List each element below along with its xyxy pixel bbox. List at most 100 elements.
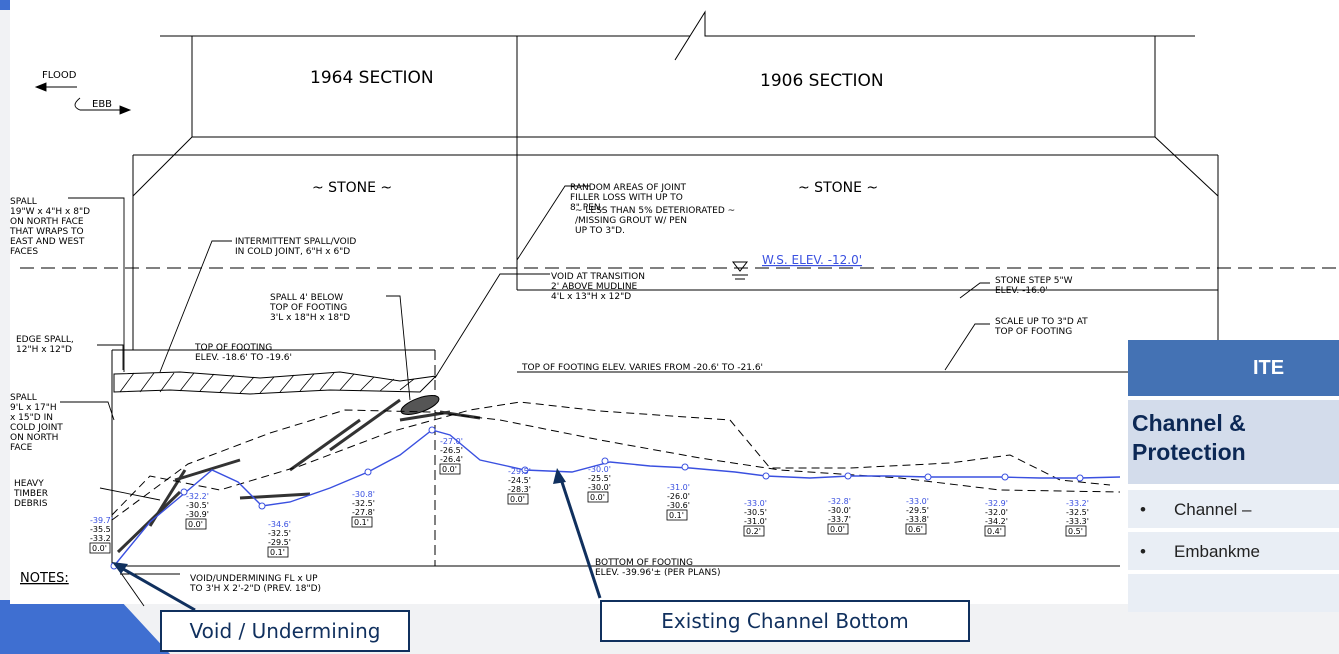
blue-accent-corner [0, 0, 10, 10]
sounding-value: -32.8' [828, 497, 851, 506]
sounding-box [507, 493, 529, 505]
sounding-value: -30.0' [828, 506, 851, 515]
sounding-value: -32.9' [985, 499, 1008, 508]
sounding-value: -34.2' [985, 517, 1008, 526]
table-row: • Embankme [1128, 530, 1339, 570]
footing-spall-hatch [113, 371, 438, 395]
sounding-value: -30.0' [588, 483, 611, 492]
ws-elevation-label: W.S. ELEV. -12.0' [762, 253, 862, 267]
previous-profile-1 [111, 409, 1121, 521]
sounding-box-value: 0.4' [987, 527, 1002, 536]
timber-debris [116, 398, 481, 554]
sounding-value: -26.5' [440, 446, 463, 455]
sounding-value: -30.0' [588, 465, 611, 474]
callout-existing-channel-bottom: Existing Channel Bottom [600, 600, 970, 642]
sounding-value: -35.5' [90, 525, 113, 534]
sounding-value: -29.5' [508, 467, 531, 476]
table-row: • Channel – [1128, 488, 1339, 528]
drawing-note: ~ LESS THAN 5% DETERIORATED ~/MISSING GR… [575, 206, 735, 236]
sounding-box-value: 0.1' [354, 518, 369, 527]
soundings: -39.7'-35.5'-33.2'0.0'-32.2'-30.5'-30.9'… [89, 437, 1089, 558]
sounding-box-value: 0.5' [1068, 527, 1083, 536]
sounding-value: -28.3' [508, 485, 531, 494]
ebb-label: EBB [92, 99, 112, 110]
sounding-value: -25.5' [588, 474, 611, 483]
sounding-value: -30.8' [352, 490, 375, 499]
sounding-value: -27.8' [352, 508, 375, 517]
sounding-value: -31.0' [667, 483, 690, 492]
left-note: EDGE SPALL,12"H x 12"D [16, 335, 74, 355]
bullet: • [1140, 542, 1146, 561]
sounding-value: -30.9' [186, 510, 209, 519]
sounding-value: -32.5' [352, 499, 375, 508]
sounding-box [1065, 525, 1087, 537]
sounding-box-value: 0.0' [442, 465, 457, 474]
stone-label-1964: ~ STONE ~ [312, 180, 392, 196]
sounding-box-value: 0.0' [590, 493, 605, 502]
table-row [1128, 572, 1339, 612]
existing-channel-bottom-line [113, 429, 1121, 567]
sounding-value: -33.2' [90, 534, 113, 543]
sounding-box [743, 525, 765, 537]
sounding-value: -32.2' [186, 492, 209, 501]
sounding-box-value: 0.0' [830, 525, 845, 534]
sounding-box [905, 523, 927, 535]
sounding-box [827, 523, 849, 535]
sounding-value: -32.5' [268, 529, 291, 538]
sounding-value: -33.8' [906, 515, 929, 524]
section-1964-label: 1964 SECTION [310, 68, 434, 88]
sounding-value: -29.5' [268, 538, 291, 547]
blue-accent-shape [0, 600, 170, 654]
ws-symbol [731, 261, 749, 280]
sounding-value: -33.3' [1066, 517, 1089, 526]
table-row-text: Embankme [1174, 542, 1260, 561]
subheader-line-2: Protection [1132, 439, 1246, 465]
sounding-box [185, 518, 207, 530]
table-subheader: Channel & Protection [1128, 400, 1339, 484]
wall-outline [111, 10, 1219, 567]
notes-label: NOTES: [20, 571, 69, 586]
sounding-value: -33.7' [828, 515, 851, 524]
sounding-box-value: 0.6' [908, 525, 923, 534]
sounding-box-value: 0.1' [669, 511, 684, 520]
sounding-value: -33.0' [744, 499, 767, 508]
sounding-value: -26.4' [440, 455, 463, 464]
table-row-text: Channel – [1174, 500, 1252, 519]
channel-points [110, 426, 1084, 570]
sounding-box-value: 0.2' [746, 527, 761, 536]
sounding-value: -32.5' [1066, 508, 1089, 517]
sounding-value: -33.2' [1066, 499, 1089, 508]
stone-label-1906: ~ STONE ~ [798, 180, 878, 196]
sounding-box-value: 0.0' [188, 520, 203, 529]
sounding-value: -30.6' [667, 501, 690, 510]
sounding-value: -32.0' [985, 508, 1008, 517]
section-1906-label: 1906 SECTION [760, 71, 884, 91]
sounding-box [351, 516, 373, 528]
bullet: • [1140, 500, 1146, 519]
sounding-value: -29.5' [906, 506, 929, 515]
drawing-note: TOP OF FOOTING ELEV. VARIES FROM -20.6' … [521, 363, 763, 373]
callout-void-undermining: Void / Undermining [160, 610, 410, 652]
subheader-line-1: Channel & [1132, 410, 1246, 436]
sounding-value: -34.6' [268, 520, 291, 529]
items-table: ITE Channel & Protection •Channel – •Emb… [1120, 340, 1339, 654]
sounding-box [587, 491, 609, 503]
spall-void-ellipse [400, 395, 440, 415]
sounding-value: -31.0' [744, 517, 767, 526]
sounding-box [666, 509, 688, 521]
